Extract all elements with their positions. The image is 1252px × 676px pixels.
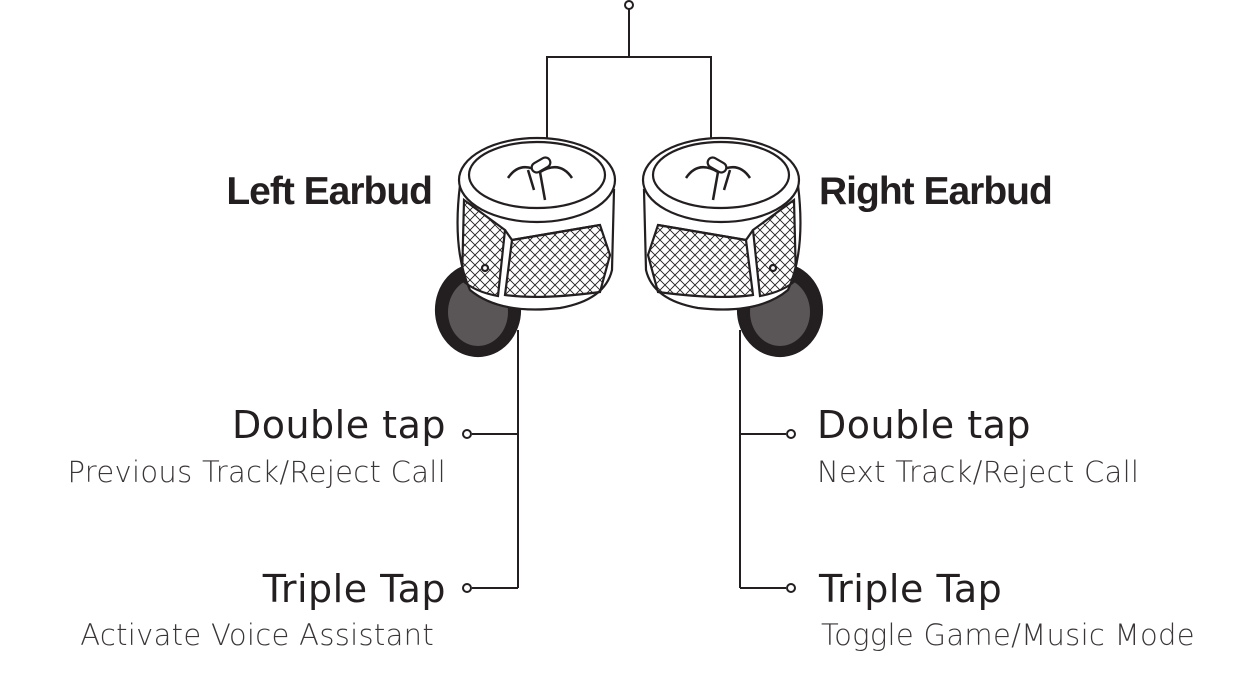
left-double-tap-label: Double tap (231, 403, 446, 447)
right-triple-tap-action: Toggle Game/Music Mode (821, 618, 1195, 652)
right-earbud-title: Right Earbud (819, 170, 1053, 213)
connector-lines (462, 0, 796, 593)
left-triple-tap-action: Activate Voice Assistant (80, 618, 434, 652)
left-earbud-illustration (434, 136, 617, 358)
right-triple-tap-label: Triple Tap (819, 567, 1003, 611)
left-triple-tap-label: Triple Tap (262, 567, 446, 611)
left-earbud-title: Left Earbud (226, 170, 433, 213)
left-double-tap-action: Previous Track/Reject Call (67, 455, 446, 489)
right-double-tap-label: Double tap (817, 403, 1032, 447)
right-earbud-illustration (641, 136, 824, 358)
right-double-tap-action: Next Track/Reject Call (817, 455, 1140, 489)
